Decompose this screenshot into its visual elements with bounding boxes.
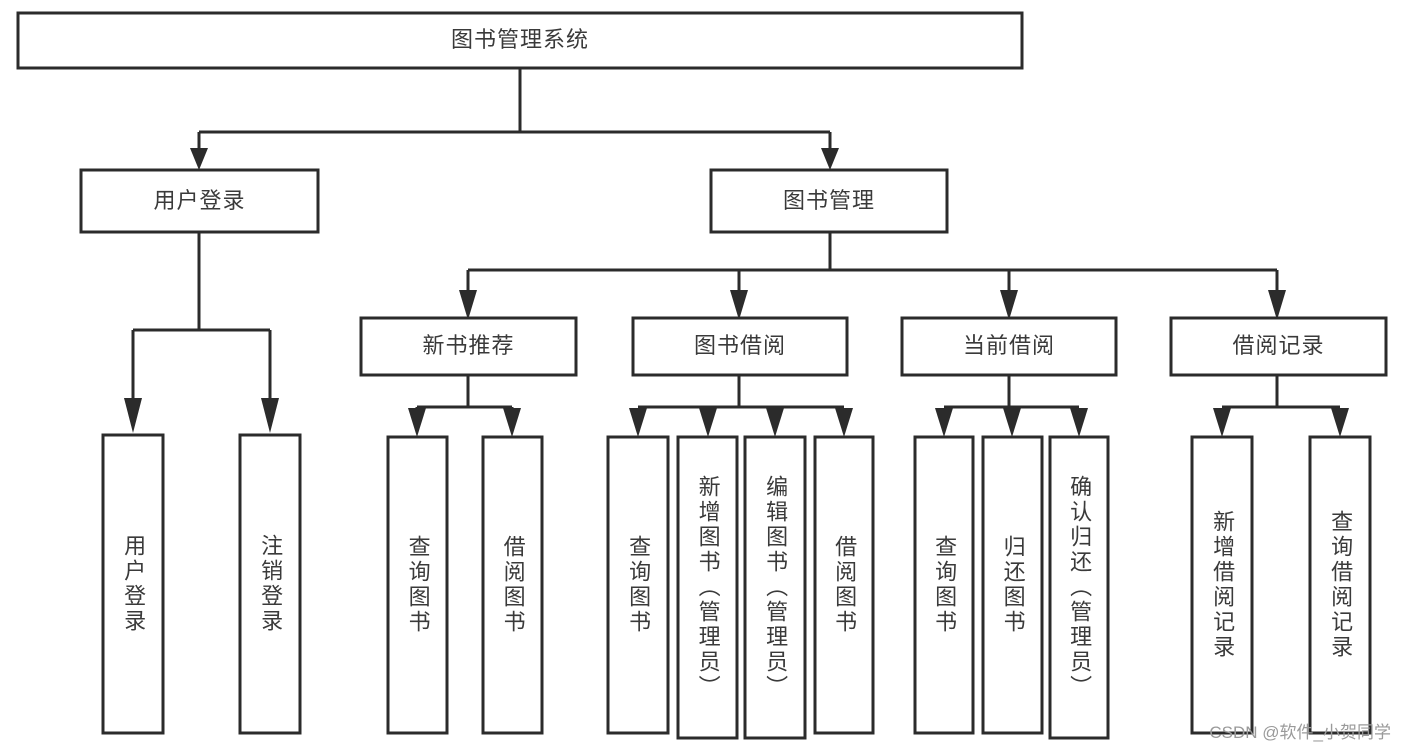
node-box-user-login[interactable] <box>79 168 320 234</box>
arrowhead-leaf-book-borrow-1 <box>629 408 647 437</box>
node-box-leaf-book-borrow-2[interactable] <box>676 435 739 740</box>
node-box-leaf-new-book-2[interactable] <box>481 435 544 735</box>
arrowhead-leaf-current-borrow-3 <box>1070 408 1088 437</box>
arrowhead-current-borrow <box>1000 290 1018 320</box>
node-box-layer <box>16 11 1388 740</box>
watermark-text: CSDN @软件_小贺同学 <box>1209 723 1391 742</box>
arrowhead-leaf-new-book-2 <box>503 408 521 437</box>
node-box-borrow-record[interactable] <box>1169 316 1388 377</box>
node-box-leaf-book-borrow-4[interactable] <box>813 435 875 735</box>
connector-layer <box>124 68 1349 437</box>
arrowhead-leaf-borrow-record-1 <box>1213 408 1231 437</box>
node-box-leaf-current-borrow-2[interactable] <box>981 435 1044 735</box>
node-box-leaf-borrow-record-1[interactable] <box>1190 435 1254 735</box>
arrowhead-book-manage <box>821 148 839 170</box>
node-box-leaf-borrow-record-2[interactable] <box>1308 435 1372 735</box>
arrowhead-user-login <box>190 148 208 170</box>
arrowhead-leaf-borrow-record-2 <box>1331 408 1349 437</box>
node-box-leaf-current-borrow-3[interactable] <box>1048 435 1110 740</box>
arrowhead-new-book <box>459 290 477 320</box>
node-box-leaf-new-book-1[interactable] <box>386 435 449 735</box>
arrowhead-leaf-user-login-2 <box>261 398 279 433</box>
node-box-book-borrow[interactable] <box>631 316 849 377</box>
node-box-leaf-current-borrow-1[interactable] <box>913 435 975 735</box>
node-box-leaf-user-login-1[interactable] <box>101 433 165 735</box>
node-box-leaf-book-borrow-3[interactable] <box>743 435 807 740</box>
arrowhead-leaf-new-book-1 <box>408 408 426 437</box>
node-box-book-manage[interactable] <box>709 168 949 234</box>
node-box-current-borrow[interactable] <box>900 316 1118 377</box>
arrowhead-book-borrow <box>730 290 748 320</box>
arrowhead-leaf-book-borrow-2 <box>699 408 717 437</box>
arrowhead-leaf-user-login-1 <box>124 398 142 433</box>
node-box-leaf-book-borrow-1[interactable] <box>606 435 670 735</box>
node-box-root[interactable] <box>16 11 1024 70</box>
arrowhead-leaf-book-borrow-3 <box>766 408 784 437</box>
arrowhead-leaf-current-borrow-2 <box>1003 408 1021 437</box>
node-box-new-book-recommend[interactable] <box>359 316 578 377</box>
node-box-leaf-user-login-2[interactable] <box>238 433 302 735</box>
arrowhead-leaf-book-borrow-4 <box>835 408 853 437</box>
arrowhead-leaf-current-borrow-1 <box>935 408 953 437</box>
arrowhead-borrow-record <box>1268 290 1286 320</box>
